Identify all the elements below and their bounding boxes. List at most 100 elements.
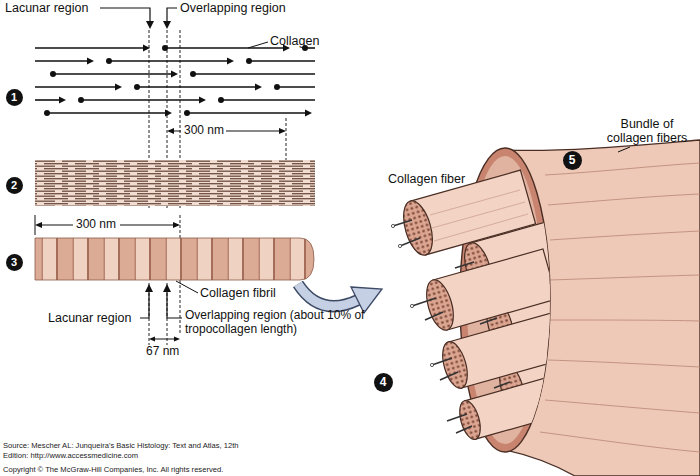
molecule-array: [35, 160, 315, 206]
collagen-fibril: [35, 238, 314, 280]
region-label: Overlapping region (about 10% of tropoco…: [185, 309, 367, 337]
molecule-head: [171, 71, 178, 78]
bundle-texture: [540, 432, 700, 452]
arrow-head: [279, 128, 286, 134]
molecule-head: [115, 84, 122, 91]
collagen-molecule: [47, 112, 167, 114]
callout-number: 1: [6, 89, 23, 106]
fibril-rod: [393, 220, 412, 226]
bundle-texture: [550, 275, 700, 280]
leader-line: [618, 147, 630, 152]
molecule-head: [165, 110, 172, 117]
bundle-texture: [548, 360, 700, 367]
fiber-end: [438, 339, 472, 391]
part-label: Collagen: [270, 34, 319, 48]
collagen-molecule: [81, 99, 201, 101]
arrow-head: [145, 284, 153, 292]
fiber-end: [398, 198, 438, 259]
dimension-label: 300 nm: [76, 218, 116, 232]
molecule-head: [199, 97, 206, 104]
molecule-head: [87, 58, 94, 65]
arrow-head: [167, 128, 174, 134]
bundle-texture: [548, 194, 700, 205]
arrow-head: [173, 222, 180, 228]
region-label: Overlapping region: [180, 1, 286, 15]
region-label: Lacunar region: [48, 311, 131, 325]
fibril-rod: [456, 426, 472, 433]
arrow-head: [35, 222, 42, 228]
collagen-molecule: [187, 112, 307, 114]
fibril-rod: [447, 414, 467, 421]
collagen-molecule: [249, 60, 315, 62]
bundle-texture: [545, 400, 700, 413]
transition-arrow: [298, 284, 358, 306]
collagen-molecule: [35, 86, 117, 88]
collagen-molecule: [35, 99, 61, 101]
fibril-rod: [494, 382, 510, 388]
callout-number: 5: [563, 151, 582, 170]
collagen-molecule: [193, 73, 315, 75]
molecule-head: [305, 110, 312, 117]
copyright-note: Copyright © The McGraw-Hill Companies, I…: [3, 465, 223, 475]
fiber-group: [391, 170, 628, 442]
source-note: Source: Mescher AL: Junqueira's Basic Hi…: [3, 441, 255, 461]
leader-arrow: [167, 8, 177, 22]
callout-number: 4: [374, 373, 393, 392]
bundle-texture: [550, 320, 700, 321]
arrow-head: [146, 21, 154, 29]
fibril-rod: [455, 262, 474, 268]
fibril-tip: [391, 224, 394, 227]
dimension-line: [152, 339, 177, 340]
arrow-head: [163, 21, 171, 29]
fiber-texture: [430, 190, 528, 241]
fibril-tip: [398, 244, 401, 247]
collagen-molecule: [221, 99, 315, 101]
fibril-rod: [412, 298, 436, 306]
dimension-label: 67 nm: [146, 345, 179, 359]
molecule-head: [59, 97, 66, 104]
leader-line: [176, 281, 198, 293]
collagen-molecule: [165, 47, 285, 49]
molecule-head: [143, 45, 150, 52]
collagen-molecule: [109, 60, 229, 62]
fibril-tip: [430, 363, 433, 366]
part-label: Bundle of collagen fibers: [598, 117, 696, 146]
dimension-line: [120, 225, 178, 226]
fibril-rod: [440, 372, 458, 380]
callout-number: 3: [6, 254, 23, 271]
leader-line: [248, 42, 268, 48]
arrow-head: [174, 337, 180, 342]
part-label: Collagen fiber: [388, 172, 465, 186]
leader-arrow: [100, 8, 150, 22]
dimension-line: [226, 131, 284, 132]
molecule-head: [227, 58, 234, 65]
fibril-rod: [425, 312, 443, 320]
collagen-molecule: [277, 86, 315, 88]
fibril-rod: [432, 358, 452, 365]
dimension-label: 300 nm: [184, 124, 224, 138]
leader-arrow: [167, 292, 182, 318]
molecule-head: [255, 84, 262, 91]
fiber-end: [456, 398, 484, 441]
fiber-end: [422, 277, 459, 333]
arrow-head: [163, 284, 171, 292]
collagen-molecule: [137, 86, 257, 88]
collagen-fiber: [465, 370, 586, 439]
collagen-molecule: [35, 60, 89, 62]
region-label: Lacunar region: [5, 1, 88, 15]
callout-number: 2: [6, 177, 23, 194]
part-label: Collagen fibril: [200, 286, 276, 300]
fibril-tip: [410, 304, 413, 307]
leader-arrow: [140, 292, 149, 318]
transition-arrow: [298, 284, 358, 306]
molecule-rows: [35, 45, 315, 117]
collagen-molecule: [35, 47, 145, 49]
collagen-molecule: [53, 73, 173, 75]
fibril-rod: [400, 238, 420, 246]
guide-line: [286, 118, 287, 160]
bundle-texture: [550, 231, 700, 240]
arrow-head: [149, 337, 155, 342]
dimension-line: [37, 225, 73, 226]
